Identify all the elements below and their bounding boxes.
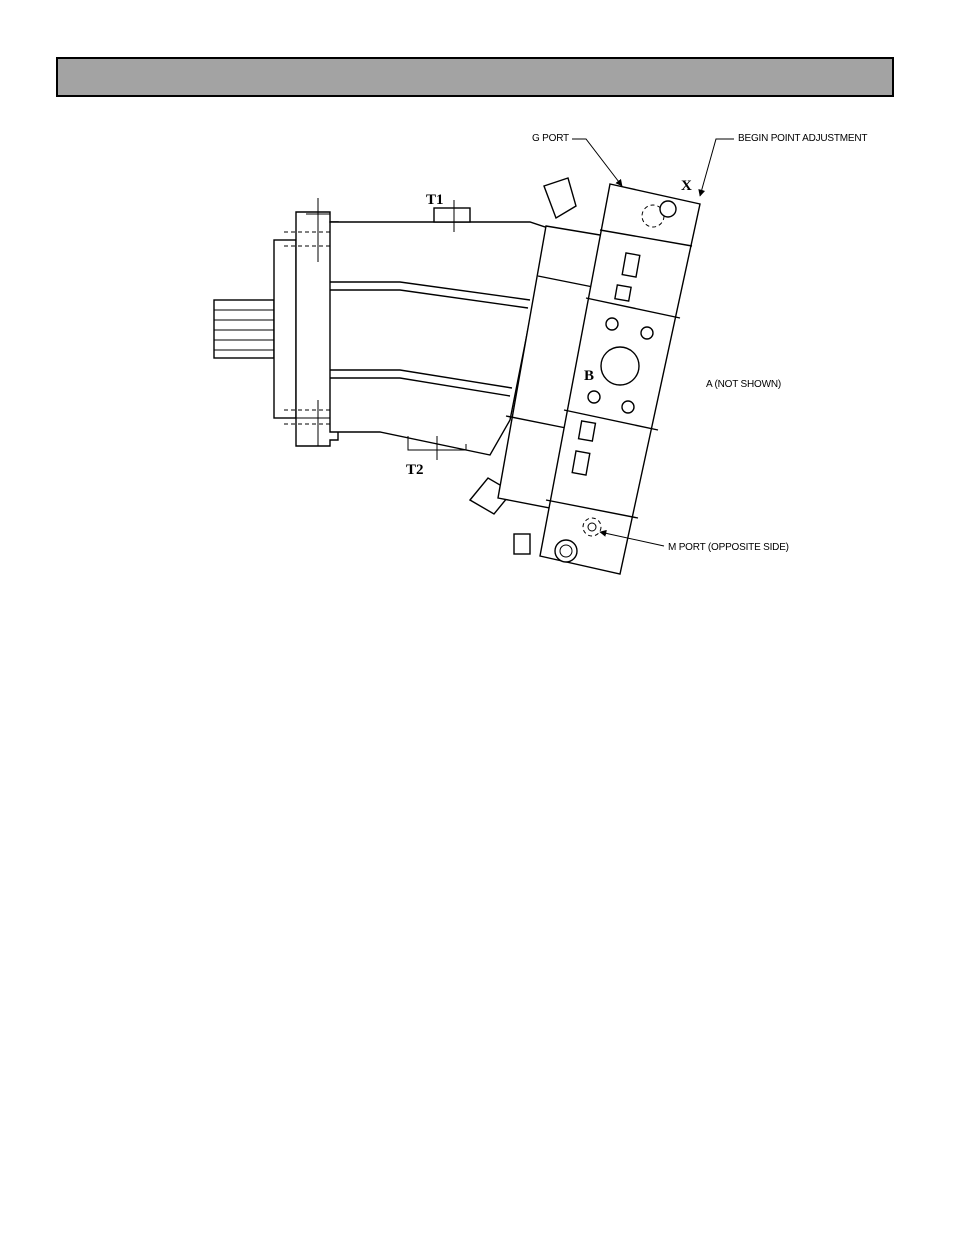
g-port-label: G PORT — [532, 133, 569, 144]
a-not-shown-label: A (NOT SHOWN) — [706, 379, 781, 390]
t1-label: T1 — [426, 192, 444, 208]
t2-label: T2 — [406, 462, 424, 478]
m-port-label: M PORT (OPPOSITE SIDE) — [668, 542, 789, 553]
upper-fitting — [544, 178, 576, 218]
output-shaft — [214, 300, 274, 358]
b-label: B — [584, 368, 594, 384]
x-label: X — [681, 178, 692, 194]
pilot-ring — [274, 240, 296, 418]
begin-point-adjustment-label: BEGIN POINT ADJUSTMENT — [738, 133, 867, 144]
g-port-leader — [572, 139, 622, 186]
begin-point-leader — [700, 139, 734, 196]
